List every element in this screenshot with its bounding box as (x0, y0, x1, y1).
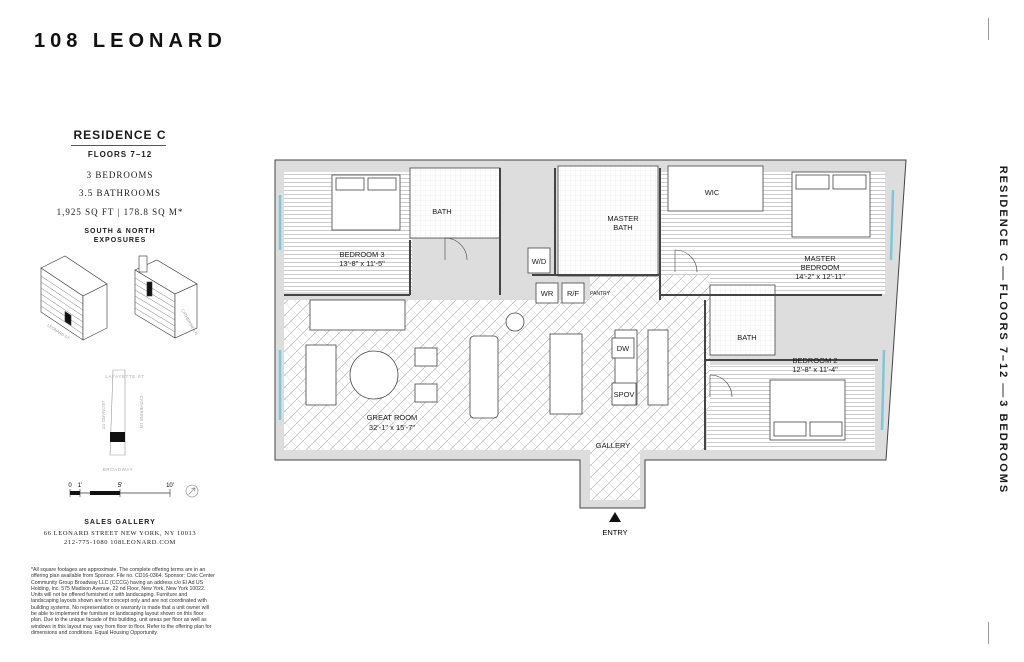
exposures-line-1: SOUTH & NORTH (84, 228, 156, 235)
disclaimer: *All square footages are approximate. Th… (31, 567, 215, 636)
room-bath-1: BATH (432, 207, 451, 216)
room-great-room: GREAT ROOM (367, 413, 418, 422)
area-label: 1,925 SQ FT | 178.8 SQ M* (56, 207, 184, 217)
vertical-sidebar: RESIDENCE C FLOORS 7–12 3 BEDROOMS (996, 166, 1010, 495)
room-master-bath-2: BATH (613, 223, 632, 232)
vertical-separator (1002, 266, 1004, 281)
scale-bar: 0 1' 5' 10' (68, 483, 199, 498)
title-underline (71, 145, 166, 146)
top-divider (988, 18, 989, 40)
residence-title: RESIDENCE C (73, 128, 167, 142)
room-master-bath-1: MASTER (607, 214, 639, 223)
entry-arrow-icon (609, 512, 621, 522)
room-wd: W/D (532, 257, 547, 266)
room-great-room-dims: 32'-1" x 15'-7" (369, 423, 415, 432)
room-pantry: PANTRY (590, 291, 610, 297)
scale-label-1: 1' (78, 483, 82, 489)
floors-label: FLOORS 7–12 (87, 150, 153, 159)
bathroom-count: 3.5 BATHROOMS (78, 188, 161, 198)
vertical-residence: RESIDENCE C (997, 165, 1009, 263)
room-bath-2: BATH (737, 333, 756, 342)
entry-label: ENTRY (602, 528, 627, 537)
room-wic: WIC (705, 188, 720, 197)
scale-label-10: 10' (166, 483, 174, 489)
building-diagrams: LEONARD ST CATHERINE LN (40, 255, 199, 341)
north-arrow-icon (185, 484, 199, 498)
vertical-bedrooms: 3 BEDROOMS (997, 400, 1009, 495)
street-leonard: LEONARD ST (101, 401, 106, 430)
room-bedroom-3: BEDROOM 3 (339, 250, 384, 259)
sales-gallery-title: SALES GALLERY (84, 519, 156, 526)
building-diagram-left: LEONARD ST (40, 255, 108, 341)
room-rf: R/F (567, 289, 580, 298)
scale-label-5: 5' (118, 483, 122, 489)
room-master-bedroom-1: MASTER (804, 254, 836, 263)
vertical-floors: FLOORS 7–12 (997, 283, 1009, 380)
sales-address: 66 LEONARD STREET NEW YORK, NY 10013 (43, 530, 197, 537)
room-wr: WR (541, 289, 554, 298)
street-lafayette: LAFAYETTE ST (105, 374, 144, 379)
sales-contact: 212-775-1080 108LEONARD.COM (64, 539, 176, 546)
vertical-separator (1002, 382, 1004, 397)
room-bedroom-2-dims: 12'-8" x 11'-4" (792, 365, 838, 374)
exposures-line-2: EXPOSURES (93, 237, 147, 244)
brand-title: 108 LEONARD (34, 30, 227, 52)
room-master-bedroom-2: BEDROOM (801, 263, 840, 272)
key-plan: LAFAYETTE ST LEONARD ST CATHERINE LN BRO… (101, 369, 144, 472)
building-diagram-right: CATHERINE LN (134, 255, 199, 339)
street-broadway: BROADWAY (103, 467, 134, 472)
room-bedroom-2: BEDROOM 2 (792, 356, 837, 365)
scale-label-0: 0 (68, 483, 72, 489)
bedroom-count: 3 BEDROOMS (86, 170, 154, 180)
room-spov: SPOV (614, 390, 635, 399)
floor-plan: BATH BEDROOM 3 13'-8" x 11'-5" W/D WR R/… (274, 159, 907, 537)
street-catherine: CATHERINE LN (139, 396, 144, 429)
unit-location-marker (110, 432, 125, 442)
bottom-divider (988, 622, 989, 644)
room-gallery: GALLERY (596, 441, 630, 450)
room-bedroom-3-dims: 13'-8" x 11'-5" (339, 259, 385, 268)
room-master-bedroom-dims: 14'-2" x 12'-11" (795, 272, 845, 281)
room-dw: DW (617, 344, 630, 353)
